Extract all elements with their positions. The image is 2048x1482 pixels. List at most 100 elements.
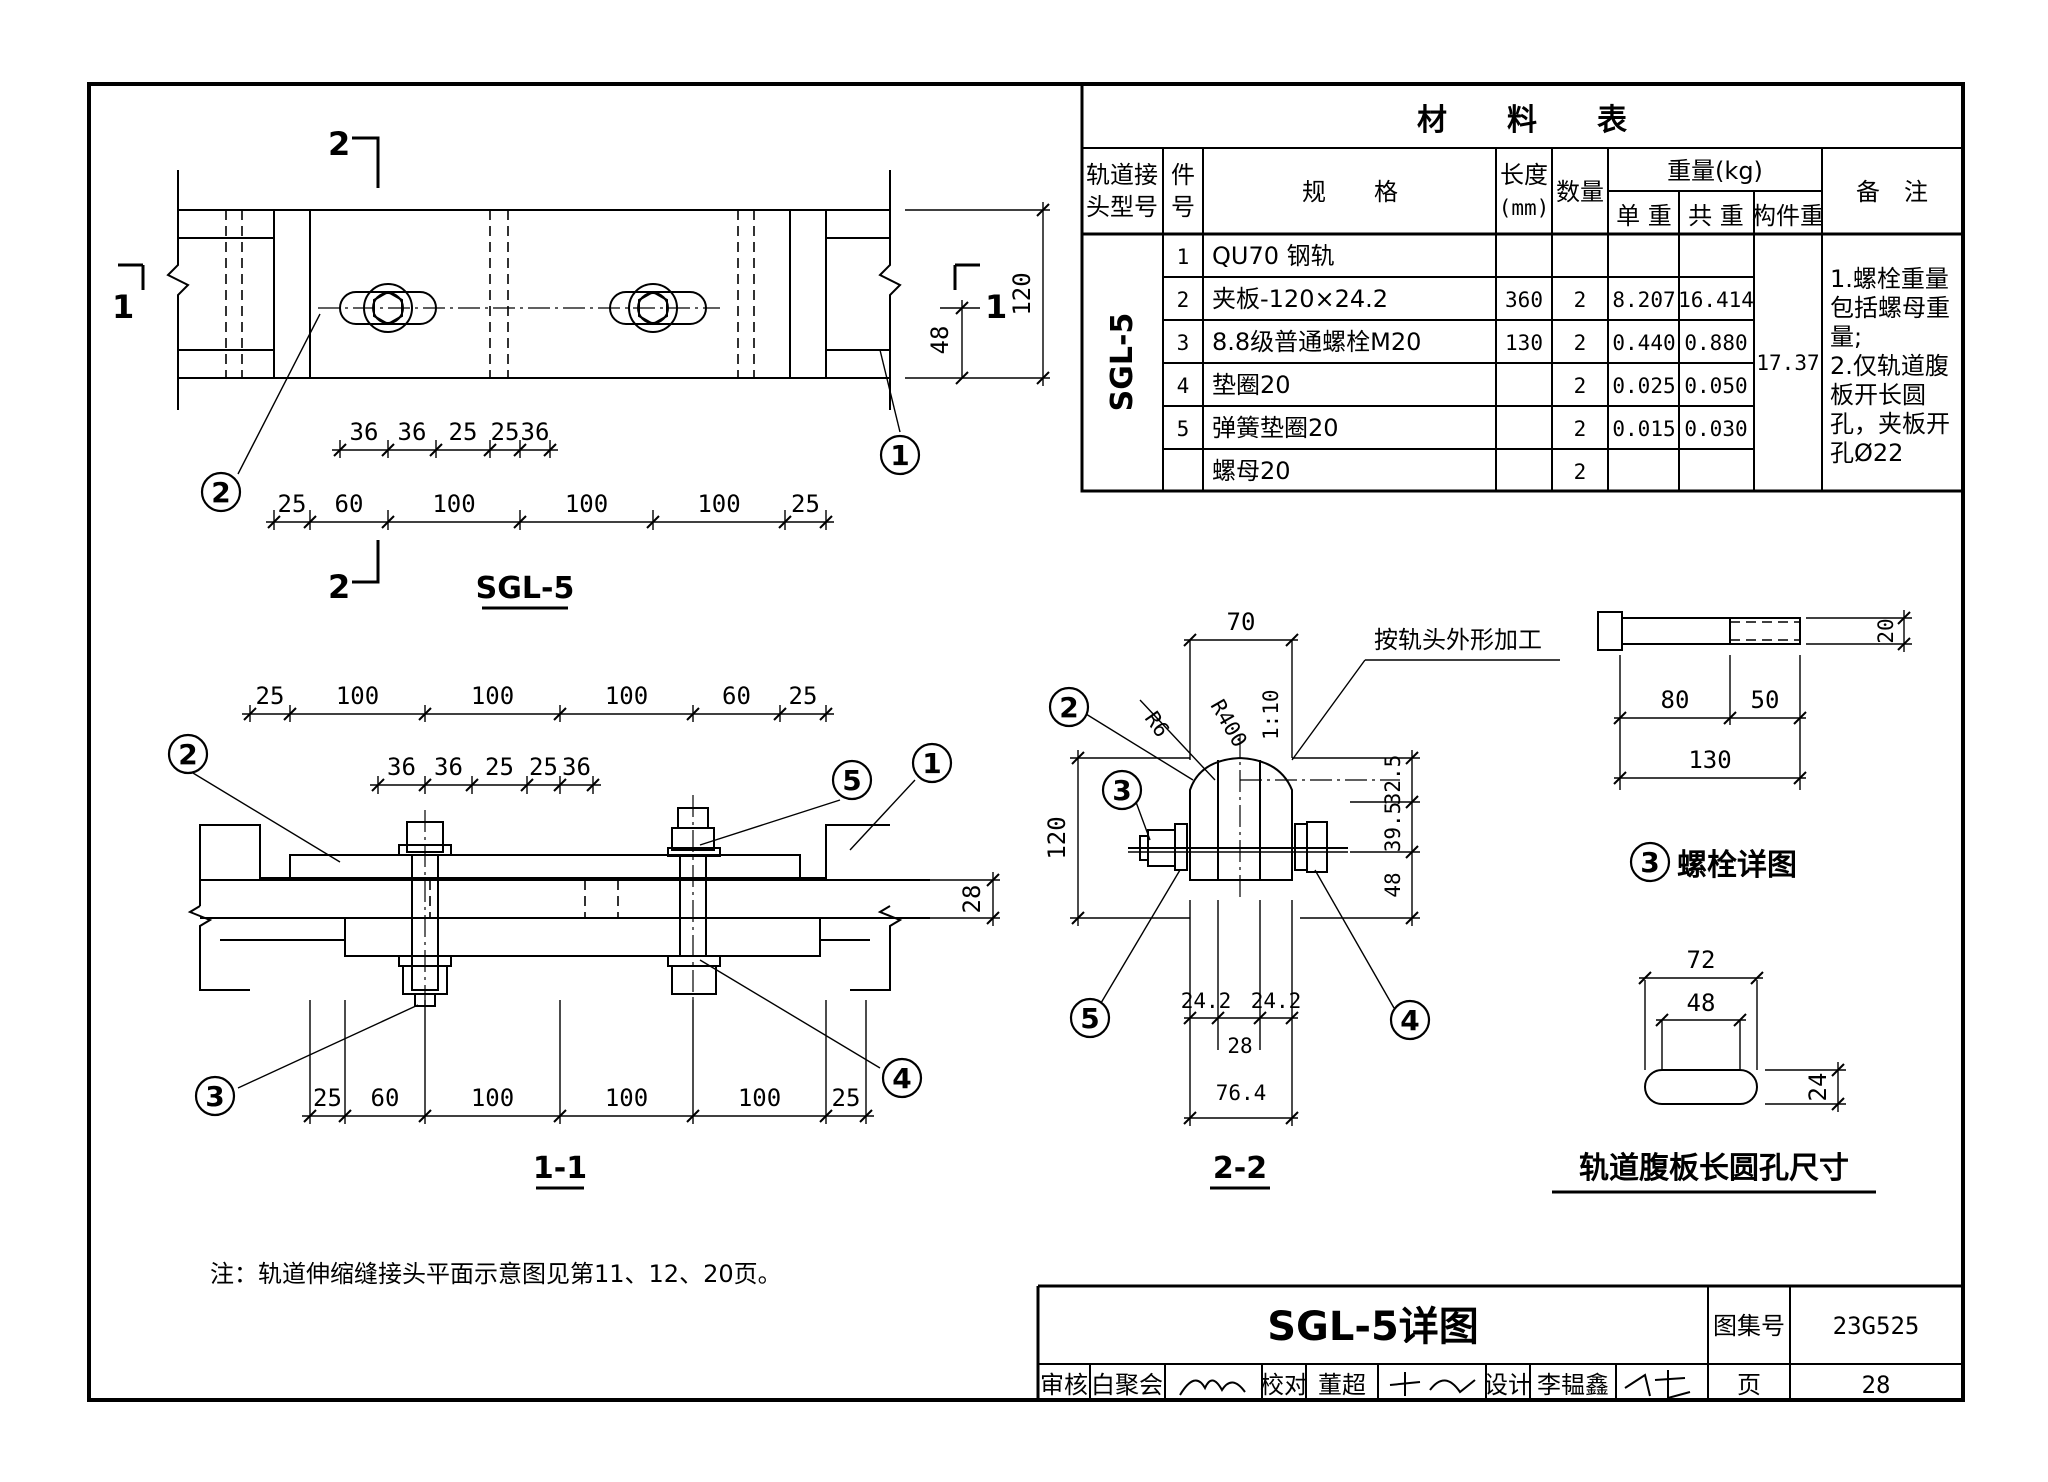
- row-no: 1: [1177, 245, 1190, 269]
- callout-circle: [831, 759, 873, 801]
- s22-dim-top: 70: [1227, 608, 1256, 636]
- bolt-detail: 80 50 130 20 3 螺栓详图: [1597, 610, 1912, 883]
- drawing-title: SGL-5详图: [1267, 1304, 1479, 1350]
- section-2-top: 2: [328, 125, 350, 163]
- row-spec: 螺母20: [1212, 457, 1291, 485]
- plan-hole-dim: 25: [491, 418, 520, 446]
- callout-circle: [881, 1057, 923, 1099]
- row-spec: 垫圈20: [1212, 371, 1291, 399]
- s11-dim-bottom: 60: [371, 1084, 400, 1112]
- s11-dim-web: 28: [958, 885, 986, 914]
- callout-circle: [1048, 686, 1090, 728]
- callout-number: 5: [842, 764, 861, 797]
- checker-name: 董超: [1318, 1371, 1366, 1399]
- callout-circle: [911, 742, 953, 784]
- s11-label: 1-1: [533, 1151, 587, 1186]
- s22-dim-h: 120: [1043, 816, 1071, 859]
- plan-dim: 100: [432, 490, 475, 518]
- remark-line: 孔Ø22: [1830, 439, 1903, 467]
- callout-circle: [1389, 999, 1431, 1041]
- page-label: 页: [1737, 1371, 1761, 1399]
- plan-dim: 60: [335, 490, 364, 518]
- row-total-weight: 0.030: [1684, 417, 1747, 441]
- callout-number: 3: [205, 1080, 224, 1113]
- callout-circle: [200, 471, 242, 513]
- slot-detail: 72 48 24 轨道腹板长圆孔尺寸: [1552, 946, 1876, 1194]
- review-label: 审核: [1040, 1371, 1088, 1399]
- row-spec: QU70 钢轨: [1212, 242, 1335, 270]
- remark-line: 板开长圆: [1830, 381, 1926, 409]
- section-1-left: 1: [112, 288, 134, 326]
- slot-dim-72: 72: [1687, 946, 1716, 974]
- remark-line: 包括螺母重: [1830, 294, 1950, 322]
- plan-hole-dim: 25: [449, 418, 478, 446]
- bolt-dim-50: 50: [1751, 686, 1780, 714]
- s22-label: 2-2: [1213, 1151, 1267, 1186]
- s11-dim-top: 100: [605, 682, 648, 710]
- section-1-right: 1: [985, 288, 1007, 326]
- row-qty: 2: [1574, 288, 1587, 312]
- s22-dim-r3: 48: [1381, 872, 1405, 897]
- callout-circle: [1101, 769, 1143, 811]
- s11-dim-bottom: 25: [313, 1084, 342, 1112]
- s11-dim-top: 60: [722, 682, 751, 710]
- plan-hole-dim: 36: [521, 418, 550, 446]
- row-no: 2: [1177, 288, 1190, 312]
- check-label: 校对: [1260, 1371, 1308, 1399]
- header-no-2: 号: [1171, 193, 1195, 221]
- callout-circle: [194, 1075, 236, 1117]
- callout-number: 4: [892, 1062, 911, 1095]
- s22-note: 按轨头外形加工: [1374, 626, 1542, 654]
- s22-dim-b2: 24.2: [1251, 989, 1302, 1013]
- header-weight: 重量(kg): [1667, 157, 1763, 185]
- s22-dim-r1: 32.5: [1381, 755, 1405, 806]
- remarks-cell: 1.螺栓重量 包括螺母重 量; 2.仅轨道腹 板开长圆 孔，夹板开 孔Ø22: [1830, 265, 1950, 467]
- plan-dim: 25: [278, 490, 307, 518]
- callout-circle: [1069, 997, 1111, 1039]
- row-unit-weight: 0.025: [1612, 374, 1675, 398]
- header-qty: 数量: [1556, 178, 1604, 206]
- s11-dim-bottom: 25: [832, 1084, 861, 1112]
- s22-dim-b3: 28: [1227, 1034, 1252, 1058]
- row-no: 3: [1177, 331, 1190, 355]
- plan-hole-dim: 36: [350, 418, 379, 446]
- row-qty: 2: [1574, 460, 1587, 484]
- s11-dim-top: 25: [789, 682, 818, 710]
- s11-hole-dim: 36: [434, 753, 463, 781]
- table-title: 材 料 表: [1417, 103, 1627, 138]
- s22-r6: R6: [1140, 707, 1174, 741]
- plan-view-label: SGL-5: [476, 571, 575, 606]
- row-qty: 2: [1574, 331, 1587, 355]
- row-length: 360: [1505, 288, 1543, 312]
- callout-number: 2: [1059, 691, 1078, 724]
- row-spec: 8.8级普通螺栓M20: [1212, 328, 1421, 356]
- plan-dim: 100: [565, 490, 608, 518]
- callout-number: 1: [890, 439, 909, 472]
- bolt-detail-label: 螺栓详图: [1677, 848, 1797, 883]
- callout-number: 1: [922, 747, 941, 780]
- member-weight-value: 17.37: [1756, 351, 1819, 375]
- row-length: 130: [1505, 331, 1543, 355]
- s22-dim-b1: 24.2: [1181, 989, 1232, 1013]
- remark-line: 孔，夹板开: [1830, 410, 1950, 438]
- s11-dim-top: 100: [336, 682, 379, 710]
- callout-circle: [167, 733, 209, 775]
- s11-dim-bottom: 100: [471, 1084, 514, 1112]
- callout-number: 5: [1080, 1002, 1099, 1035]
- row-qty: 2: [1574, 417, 1587, 441]
- plan-dim: 25: [791, 490, 820, 518]
- remark-line: 1.螺栓重量: [1830, 265, 1949, 293]
- header-length-2: (mm): [1499, 196, 1550, 220]
- row-spec: 夹板-120×24.2: [1212, 285, 1388, 313]
- bolt-dim-130: 130: [1688, 746, 1731, 774]
- slot-dim-48: 48: [1687, 989, 1716, 1017]
- header-type-1: 轨道接: [1086, 161, 1158, 189]
- s11-hole-dim: 36: [562, 753, 591, 781]
- plan-dim-height: 120: [1008, 272, 1036, 315]
- row-qty: 2: [1574, 374, 1587, 398]
- callout-number: 3: [1112, 774, 1131, 807]
- row-unit-weight: 8.207: [1612, 288, 1675, 312]
- callout-number: 2: [178, 738, 197, 771]
